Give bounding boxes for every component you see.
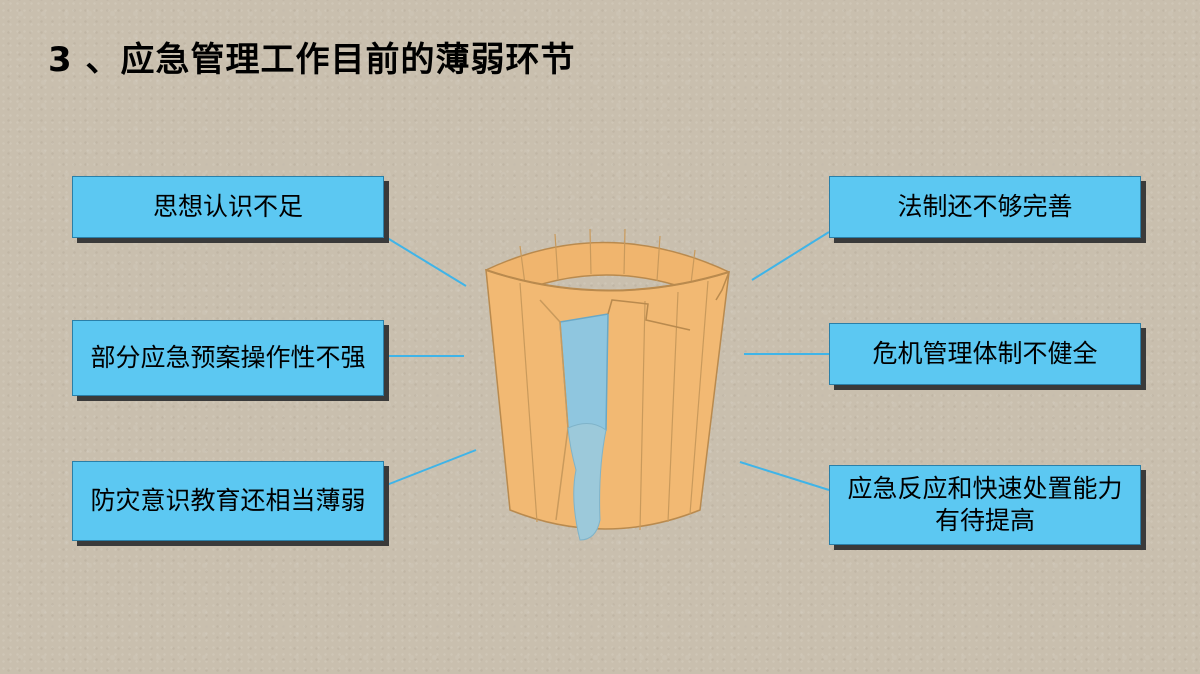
weakness-text: 思想认识不足 (152, 192, 303, 221)
weakness-box-left-2: 部分应急预案操作性不强 (72, 320, 384, 396)
connector-left-1 (383, 235, 467, 287)
broken-stave-gap (559, 313, 609, 431)
connector-right-3 (739, 461, 830, 491)
weakness-box-left-3: 防灾意识教育还相当薄弱 (72, 461, 384, 541)
weakness-text: 防灾意识教育还相当薄弱 (90, 486, 366, 515)
connector-left-3 (383, 449, 477, 487)
bucket-body (485, 268, 730, 530)
weakness-box-right-1: 法制还不够完善 (829, 176, 1141, 238)
bucket-inner-back (485, 241, 730, 302)
weakness-text: 应急反应和快速处置能力有待提高 (847, 474, 1123, 535)
connector-right-1 (751, 231, 830, 281)
weakness-box-left-1: 思想认识不足 (72, 176, 384, 238)
weakness-text: 危机管理体制不健全 (872, 339, 1098, 368)
bucket (485, 228, 730, 541)
weakness-box-right-2: 危机管理体制不健全 (829, 323, 1141, 385)
connector-lines (383, 231, 830, 491)
water-stream (567, 423, 607, 541)
page-title: 3 、应急管理工作目前的薄弱环节 (48, 40, 576, 80)
water-surface (528, 312, 689, 345)
weakness-box-right-3: 应急反应和快速处置能力有待提高 (829, 465, 1141, 545)
weakness-text: 部分应急预案操作性不强 (90, 343, 366, 372)
weakness-text: 法制还不够完善 (897, 192, 1073, 221)
